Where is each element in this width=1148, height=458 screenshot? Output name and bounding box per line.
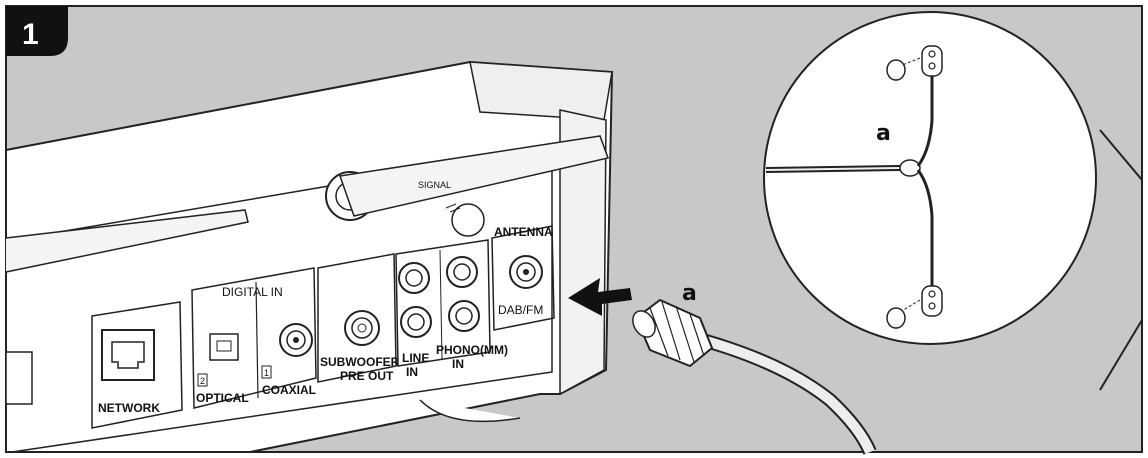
zoom-detail-circle: [764, 12, 1096, 344]
line-in-port-bottom: [401, 307, 431, 337]
line-in-label-line2: IN: [406, 365, 418, 379]
antenna-label: ANTENNA: [494, 225, 553, 239]
subwoofer-label-line1: SUBWOOFER: [320, 355, 400, 369]
network-port: [102, 330, 154, 380]
zoom-callout: a: [876, 121, 891, 146]
line-in-port-top: [399, 263, 429, 293]
coaxial-label: COAXIAL: [262, 383, 316, 397]
subwoofer-label-line2: PRE OUT: [340, 369, 394, 383]
digital-in-label: DIGITAL IN: [222, 285, 283, 299]
line-in-label-line1: LINE: [402, 351, 429, 365]
pin-icon-top: [887, 60, 905, 80]
coaxial-port: [280, 324, 312, 356]
phono-port-top: [447, 257, 477, 287]
dab-fm-label: DAB/FM: [498, 303, 543, 317]
optical-label: OPTICAL: [196, 391, 249, 405]
antenna-jack: [510, 256, 542, 288]
phono-label-line2: IN: [452, 357, 464, 371]
usb-port-partial: [6, 352, 32, 404]
subwoofer-port: [345, 311, 379, 345]
step-badge: 1: [6, 6, 68, 56]
phono-label-line1: PHONO(MM): [436, 343, 508, 357]
phono-port-bottom: [449, 301, 479, 331]
cable-callout: a: [682, 281, 697, 306]
step-number: 1: [22, 18, 39, 51]
signal-label: SIGNAL: [418, 180, 451, 190]
coaxial-number: 1: [264, 368, 269, 378]
network-label: NETWORK: [98, 401, 160, 415]
optical-number: 2: [200, 376, 205, 386]
pin-icon-bottom: [887, 308, 905, 328]
